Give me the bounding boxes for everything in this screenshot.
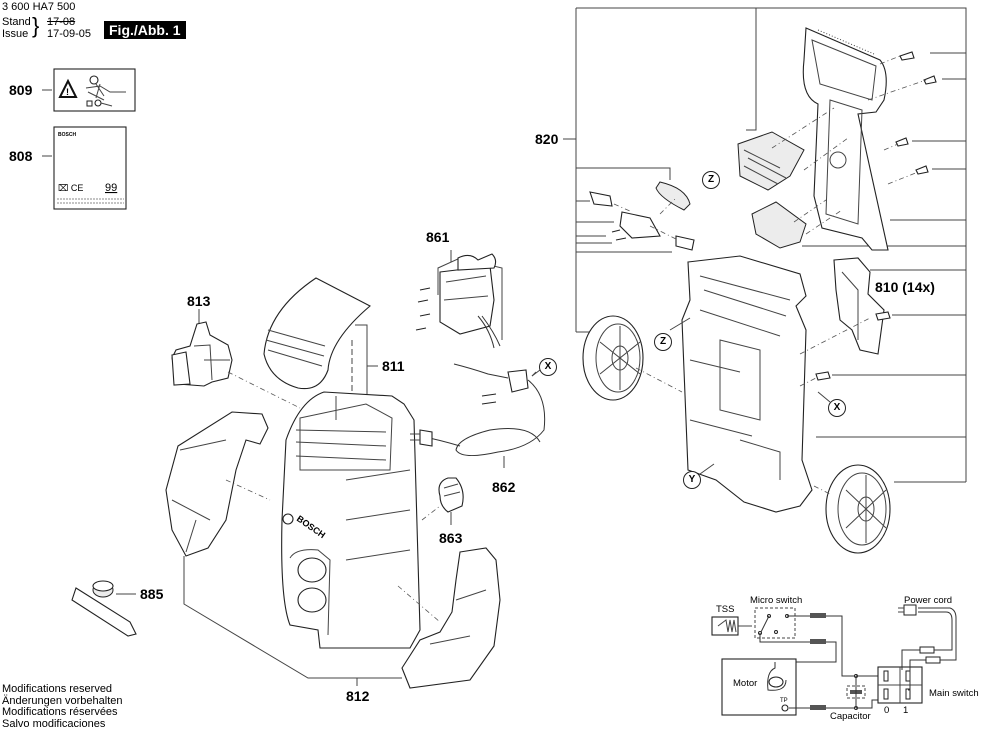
part-862-power-cord bbox=[410, 363, 546, 468]
part-809-warning-label: ! bbox=[42, 68, 136, 112]
part-number: 3 600 HA7 500 bbox=[2, 1, 76, 13]
wiring-label-micro-switch: Micro switch bbox=[750, 595, 803, 606]
part-wheel-left bbox=[582, 315, 683, 401]
svg-text:!: ! bbox=[66, 87, 69, 97]
marker-x-frame: X bbox=[828, 399, 846, 417]
callout-809: 809 bbox=[9, 82, 33, 98]
wiring-label-capacitor: Capacitor bbox=[830, 711, 871, 722]
notice-line-fr: Modifications réservées bbox=[2, 706, 118, 718]
wiring-label-tss: TSS bbox=[716, 604, 735, 615]
marker-leader bbox=[669, 317, 691, 331]
part-main-housing: BOSCH bbox=[281, 391, 421, 649]
issue-label: Issue bbox=[2, 28, 29, 40]
part-wheel-right bbox=[813, 464, 891, 554]
marker-y-frame: Y bbox=[683, 471, 701, 489]
notice-line-de: Änderungen vorbehalten bbox=[2, 694, 123, 707]
wiring-label-tp: TP bbox=[780, 698, 788, 704]
wiring-label-power-cord: Power cord bbox=[904, 595, 953, 606]
svg-text:⌧ CE: ⌧ CE bbox=[58, 183, 83, 193]
part-handle bbox=[737, 27, 937, 251]
part-811-top-cover bbox=[263, 277, 378, 410]
modifications-notice: Modifications reserved Änderungen vorbeh… bbox=[2, 683, 123, 730]
part-863-switch-knob bbox=[421, 477, 464, 525]
wiring-label-motor: Motor bbox=[733, 678, 758, 689]
notice-line-en: Modifications reserved bbox=[2, 683, 113, 695]
part-861-capacitor-block bbox=[415, 250, 503, 349]
brace-icon: } bbox=[32, 13, 40, 38]
warning-triangle-icon bbox=[58, 78, 78, 98]
stand-label: Stand bbox=[2, 16, 31, 28]
wiring-label-pos-0: 0 bbox=[884, 705, 890, 716]
callout-861: 861 bbox=[426, 229, 450, 245]
wiring-diagram bbox=[711, 604, 957, 716]
old-date: 17-08 bbox=[47, 16, 76, 28]
callout-820: 820 bbox=[535, 131, 559, 147]
marker-z-frame: Z bbox=[654, 333, 672, 351]
callout-812-leader bbox=[183, 556, 402, 679]
issue-date: 17-09-05 bbox=[47, 28, 92, 40]
callout-862: 862 bbox=[492, 479, 516, 495]
part-808-type-label: BOSCH ⌧ CE 99 bbox=[42, 126, 127, 210]
marker-z-top: Z bbox=[702, 171, 720, 189]
figure-label: Fig./Abb. 1 bbox=[104, 21, 186, 39]
marker-x-cord: X bbox=[539, 358, 557, 376]
part-frame bbox=[681, 255, 891, 513]
callout-811: 811 bbox=[382, 358, 405, 374]
part-latch-assembly bbox=[589, 181, 695, 251]
notice-line-es: Salvo modificaciones bbox=[2, 717, 106, 730]
label-808-brand: BOSCH bbox=[58, 132, 76, 138]
callout-885: 885 bbox=[140, 586, 164, 602]
part-885-hose-adapter bbox=[71, 580, 137, 637]
callout-863: 863 bbox=[439, 530, 463, 546]
part-side-panel-left bbox=[165, 411, 271, 557]
part-813-switch-bracket bbox=[171, 309, 301, 409]
callout-813: 813 bbox=[187, 293, 211, 309]
wiring-label-pos-1: 1 bbox=[903, 705, 909, 716]
callout-808: 808 bbox=[9, 148, 33, 164]
wiring-label-main-switch: Main switch bbox=[929, 688, 979, 699]
bosch-logo-icon bbox=[282, 513, 294, 525]
part-812-base-cover bbox=[397, 547, 501, 689]
svg-text:99: 99 bbox=[105, 182, 117, 194]
callout-810: 810 (14x) bbox=[875, 279, 935, 295]
callout-812: 812 bbox=[346, 688, 370, 704]
